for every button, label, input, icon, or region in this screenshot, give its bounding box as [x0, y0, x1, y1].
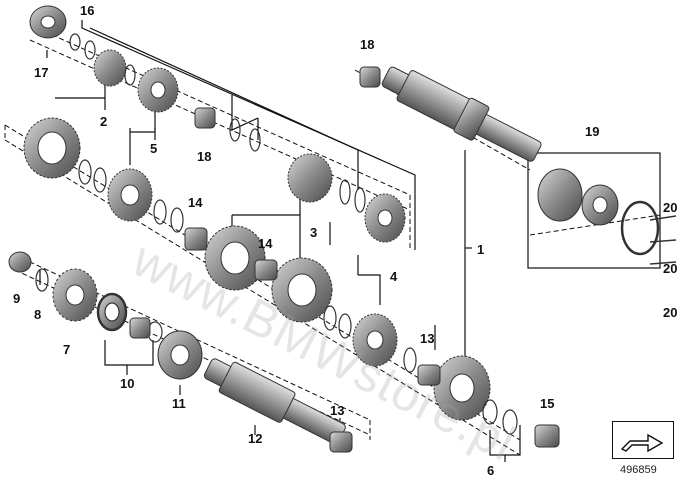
assembly-group-box [527, 152, 661, 269]
callout-3[interactable]: 3 [310, 225, 318, 240]
callout-9[interactable]: 9 [13, 291, 21, 306]
callout-5[interactable]: 5 [150, 141, 158, 156]
callout-20-b[interactable]: 20 [663, 261, 678, 276]
callout-13-mid[interactable]: 13 [420, 331, 435, 346]
bearings [129, 66, 560, 453]
callout-18-mid[interactable]: 18 [197, 149, 212, 164]
callout-17[interactable]: 17 [34, 65, 49, 80]
callout-13-bottom[interactable]: 13 [330, 403, 345, 418]
callout-10[interactable]: 10 [120, 376, 135, 391]
callout-16[interactable]: 16 [80, 3, 95, 18]
callout-18-top[interactable]: 18 [360, 37, 375, 52]
bolts [649, 215, 677, 265]
callout-8[interactable]: 8 [34, 307, 42, 322]
callout-15[interactable]: 15 [540, 396, 555, 411]
callout-4[interactable]: 4 [390, 269, 398, 284]
assembly-axes [4, 24, 661, 456]
callout-19[interactable]: 19 [585, 124, 600, 139]
main-shaft [381, 66, 542, 162]
output-shaft [203, 358, 346, 445]
callout-2[interactable]: 2 [100, 114, 108, 129]
callout-14-top[interactable]: 14 [188, 195, 203, 210]
gears [8, 5, 619, 421]
callout-6[interactable]: 6 [487, 463, 495, 478]
navigation-arrow-icon[interactable] [612, 421, 674, 459]
callout-1[interactable]: 1 [477, 242, 485, 257]
callout-12[interactable]: 12 [248, 431, 263, 446]
callout-20-c[interactable]: 20 [663, 305, 678, 320]
image-number: 496859 [620, 464, 657, 476]
callout-7[interactable]: 7 [63, 342, 71, 357]
rings-and-bearings [35, 33, 660, 435]
callout-14-mid[interactable]: 14 [258, 236, 273, 251]
callout-20-a[interactable]: 20 [663, 200, 678, 215]
callout-11[interactable]: 11 [172, 396, 186, 411]
